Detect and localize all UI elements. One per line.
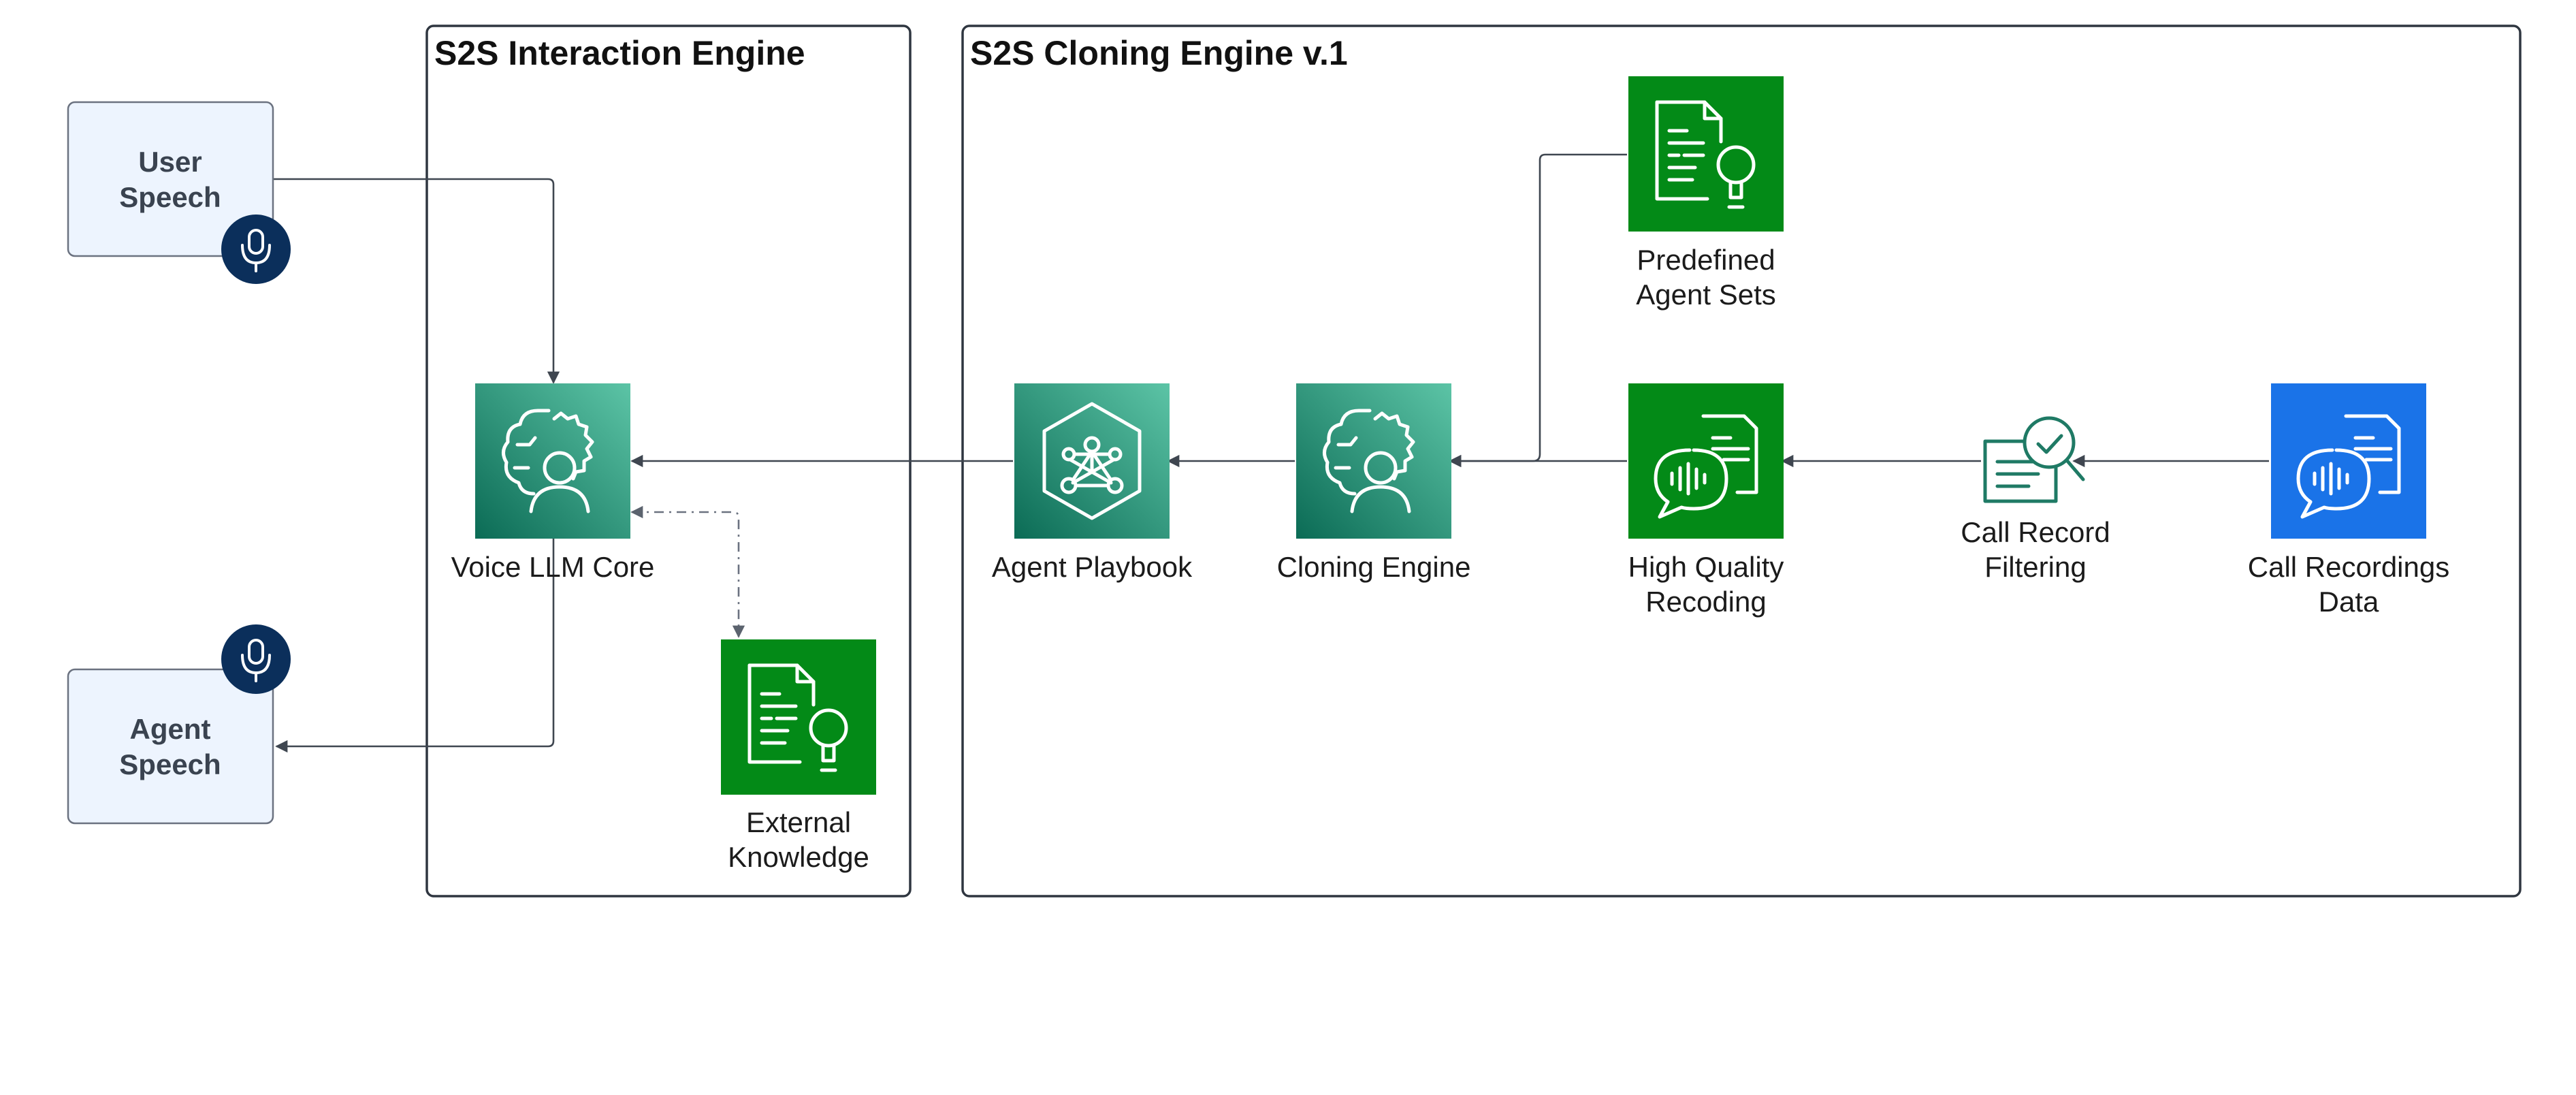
- microphone-icon: [221, 624, 291, 694]
- hexagon-network-icon: [1042, 402, 1142, 520]
- microphone-icon: [221, 215, 291, 284]
- node-cloning-engine: Cloning Engine: [1277, 383, 1471, 583]
- ai-brain-gear-person-icon: [502, 409, 594, 513]
- actor-agent-speech: Agent Speech: [67, 624, 291, 825]
- agent-playbook-label: Agent Playbook: [992, 551, 1193, 583]
- user-speech-label-line2: Speech: [119, 181, 221, 213]
- speech-waveform-document-icon: [1654, 414, 1758, 519]
- node-agent-playbook: Agent Playbook: [992, 383, 1193, 583]
- high-quality-recording-label-line2: Recoding: [1645, 586, 1766, 618]
- group-title-interaction: S2S Interaction Engine: [434, 34, 805, 72]
- external-knowledge-label-line1: External: [746, 806, 851, 838]
- group-title-cloning: S2S Cloning Engine v.1: [970, 34, 1348, 72]
- document-lightbulb-icon: [747, 663, 848, 772]
- node-predefined-agent-sets: Predefined Agent Sets: [1628, 76, 1784, 311]
- predefined-agent-sets-label-line1: Predefined: [1637, 244, 1775, 276]
- node-voice-llm-core: Voice LLM Core: [451, 383, 655, 583]
- edge-predefined-to-cloning: [1449, 153, 1627, 468]
- high-quality-recording-label-line1: High Quality: [1628, 551, 1784, 583]
- actor-user-speech: User Speech: [67, 101, 291, 284]
- edges: [273, 153, 2269, 753]
- edge-core-knowledge: [630, 505, 745, 638]
- cloning-engine-label: Cloning Engine: [1277, 551, 1471, 583]
- edge-core-to-agent: [275, 538, 555, 753]
- agent-speech-label-line1: Agent: [130, 713, 211, 745]
- node-high-quality-recording: High Quality Recoding: [1628, 383, 1784, 618]
- ai-brain-gear-person-icon: [1323, 409, 1415, 513]
- document-lightbulb-icon: [1655, 100, 1756, 209]
- speech-waveform-document-icon: [2296, 414, 2401, 519]
- group-interaction-engine: S2S Interaction Engine: [425, 25, 912, 898]
- external-knowledge-label-line2: Knowledge: [728, 841, 869, 873]
- call-record-filtering-label-line2: Filtering: [1984, 551, 2086, 583]
- node-call-recordings-data: Call Recordings Data: [2248, 383, 2449, 618]
- agent-speech-label-line2: Speech: [119, 748, 221, 780]
- node-call-record-filtering: Call Record Filtering: [1961, 416, 2110, 583]
- edge-user-to-core: [273, 178, 560, 384]
- document-magnifier-check-icon: [1983, 416, 2085, 503]
- user-speech-label-line1: User: [138, 146, 202, 178]
- voice-llm-core-label: Voice LLM Core: [451, 551, 655, 583]
- node-external-knowledge: External Knowledge: [721, 639, 876, 873]
- predefined-agent-sets-label-line2: Agent Sets: [1636, 279, 1775, 311]
- call-recordings-data-label-line2: Data: [2319, 586, 2379, 618]
- call-record-filtering-label-line1: Call Record: [1961, 516, 2110, 548]
- call-recordings-data-label-line1: Call Recordings: [2248, 551, 2449, 583]
